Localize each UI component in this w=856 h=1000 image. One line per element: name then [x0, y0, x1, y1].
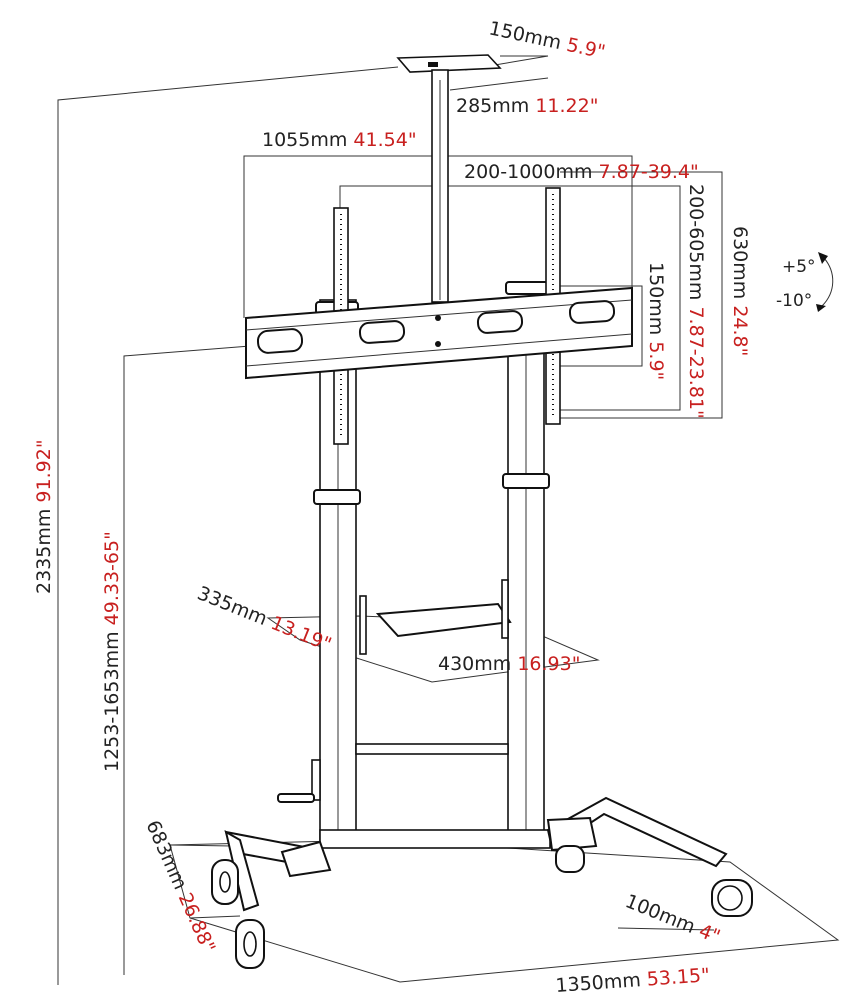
caster-front	[235, 919, 265, 969]
label-base-depth: 683mm 26.88"	[141, 817, 219, 956]
crank-handle	[277, 793, 315, 803]
label-tilt-up: +5°	[782, 257, 816, 277]
collar-right	[502, 473, 550, 489]
label-caster-size: 100mm 4"	[622, 890, 723, 948]
bracket-bolt-2	[435, 315, 441, 321]
top-shelf-clamp	[428, 62, 438, 67]
tilt-arrow-head-down	[816, 304, 826, 312]
label-tilt-down: -10°	[776, 291, 812, 311]
bracket-slot-4	[568, 300, 616, 324]
base-joint-right	[546, 816, 598, 852]
tilt-arrow-icon	[821, 257, 834, 307]
bracket-slot-3	[476, 310, 524, 334]
base-depth-line-2	[189, 915, 241, 919]
label-mount-height: 1253-1653mm 49.33-65"	[101, 531, 123, 772]
label-base-width: 1350mm 53.15"	[555, 964, 711, 997]
top-camera-shelf	[396, 54, 502, 73]
caster-back	[555, 845, 585, 873]
tv-cart-stand	[211, 54, 834, 969]
caster-left	[211, 859, 239, 905]
label-vesa-horizontal: 200-1000mm 7.87-39.4"	[464, 161, 699, 183]
label-bracket-height: 630mm 24.8"	[729, 226, 751, 356]
crossbar-middle	[355, 743, 509, 755]
bracket-edge-bottom	[245, 333, 633, 367]
bracket-height-line	[560, 171, 723, 419]
av-shelf-clamp-right	[501, 579, 509, 639]
bracket-edge-top	[245, 299, 633, 331]
caster-right	[711, 879, 753, 917]
tilt-arrow-head-up	[818, 252, 828, 264]
crossbar-bottom	[319, 829, 551, 849]
vesa-horizontal-line	[339, 185, 560, 210]
label-av-shelf-depth: 335mm 13.19"	[194, 582, 334, 656]
upright-right-cap	[505, 281, 549, 295]
label-arm-height: 150mm 5.9"	[645, 262, 667, 380]
top-shelf-width-line	[449, 77, 549, 91]
bracket-slot-2	[358, 320, 406, 344]
label-bracket-width: 1055mm 41.54"	[262, 129, 417, 151]
label-av-shelf-width: 430mm 16.93"	[438, 653, 580, 675]
arm-height-line	[556, 285, 643, 367]
collar-left	[313, 489, 361, 505]
vesa-vertical-line	[560, 185, 681, 411]
av-shelf	[375, 602, 512, 638]
total-height-line	[57, 66, 399, 985]
bracket-slot-1	[256, 328, 304, 354]
mounting-bracket	[245, 286, 633, 380]
bracket-bolt	[435, 341, 441, 347]
av-shelf-clamp-left	[359, 595, 367, 655]
caster-line	[617, 927, 715, 931]
label-top-shelf-width: 285mm 11.22"	[456, 95, 598, 117]
crank-body	[311, 759, 321, 801]
base-depth-line	[169, 844, 233, 847]
label-total-height: 2335mm 91.92"	[33, 439, 55, 594]
label-vesa-vertical: 200-605mm 7.87-23.81"	[685, 184, 707, 419]
base-joint-left	[280, 840, 332, 878]
